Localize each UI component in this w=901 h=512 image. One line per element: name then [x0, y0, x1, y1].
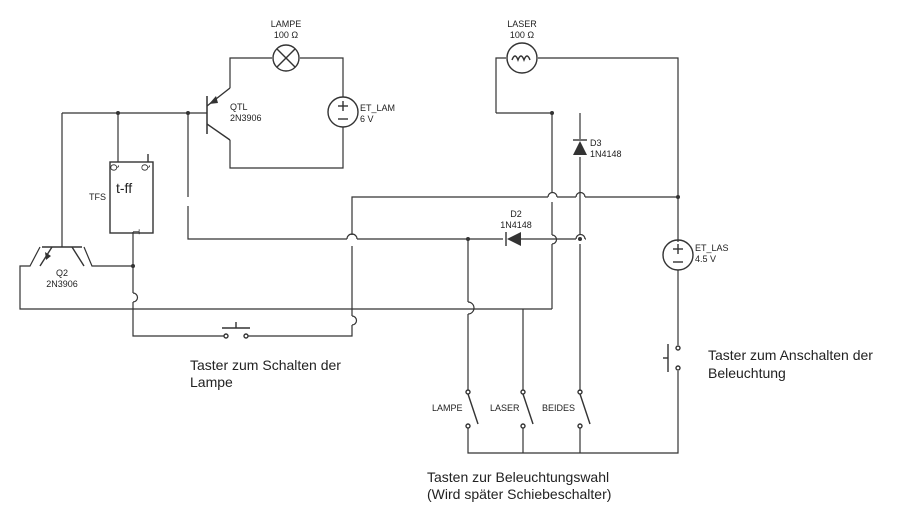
q2-part: 2N3906 — [46, 279, 78, 289]
et-lam-name: ET_LAM — [360, 103, 395, 113]
transistor-qtl[interactable] — [206, 87, 231, 141]
note-wahl-line2: (Wird später Schiebeschalter) — [427, 486, 611, 502]
tfs-name: TFS — [89, 192, 106, 202]
switch-lampe[interactable] — [465, 389, 479, 429]
tfs-pin-t: T — [131, 229, 141, 235]
transistor-q2[interactable] — [39, 246, 85, 267]
q2-name: Q2 — [56, 268, 68, 278]
wire-crossings — [132, 191, 586, 326]
et-las-name: ET_LAS — [695, 243, 729, 253]
d2-part: 1N4148 — [500, 220, 532, 230]
switch-lampe-label: LAMPE — [432, 403, 463, 413]
note-taster-lampe-line2: Lampe — [190, 374, 233, 390]
d3-part: 1N4148 — [590, 149, 622, 159]
flip-flop-tfs[interactable] — [109, 154, 154, 234]
battery-et-lam[interactable] — [327, 96, 359, 128]
push-button-beleuchtung[interactable] — [663, 344, 681, 372]
laser-value: 100 Ω — [510, 30, 535, 40]
lampe-value: 100 Ω — [274, 30, 299, 40]
et-las-value: 4.5 V — [695, 254, 716, 264]
switch-laser-label: LASER — [490, 403, 520, 413]
tfs-text: t-ff — [116, 180, 132, 196]
lamp-lampe[interactable] — [272, 44, 300, 72]
d3-name: D3 — [590, 138, 602, 148]
tfs-pin-q: Q — [109, 164, 119, 171]
et-lam-value: 6 V — [360, 114, 374, 124]
laser-name: LASER — [507, 19, 537, 29]
note-taster-licht-line2: Beleuchtung — [708, 365, 786, 381]
lampe-name: LAMPE — [271, 19, 302, 29]
qtl-part: 2N3906 — [230, 113, 262, 123]
diode-d2[interactable] — [505, 232, 521, 246]
laser-lamp[interactable] — [506, 42, 538, 74]
note-taster-licht-line1: Taster zum Anschalten der — [708, 347, 873, 363]
diode-d3[interactable] — [573, 139, 587, 155]
qtl-name: QTL — [230, 102, 248, 112]
battery-et-las[interactable] — [662, 239, 694, 271]
note-wahl-line1: Tasten zur Beleuchtungswahl — [427, 469, 609, 485]
tfs-pin-qbar: Q — [140, 164, 150, 171]
push-button-lampe[interactable] — [222, 322, 250, 339]
switch-beides[interactable] — [577, 389, 591, 429]
switch-laser[interactable] — [520, 389, 534, 429]
switch-beides-label: BEIDES — [542, 403, 575, 413]
note-taster-lampe-line1: Taster zum Schalten der — [190, 357, 341, 373]
junction-dots — [116, 111, 680, 268]
wires — [19, 57, 679, 454]
d2-name: D2 — [510, 209, 522, 219]
